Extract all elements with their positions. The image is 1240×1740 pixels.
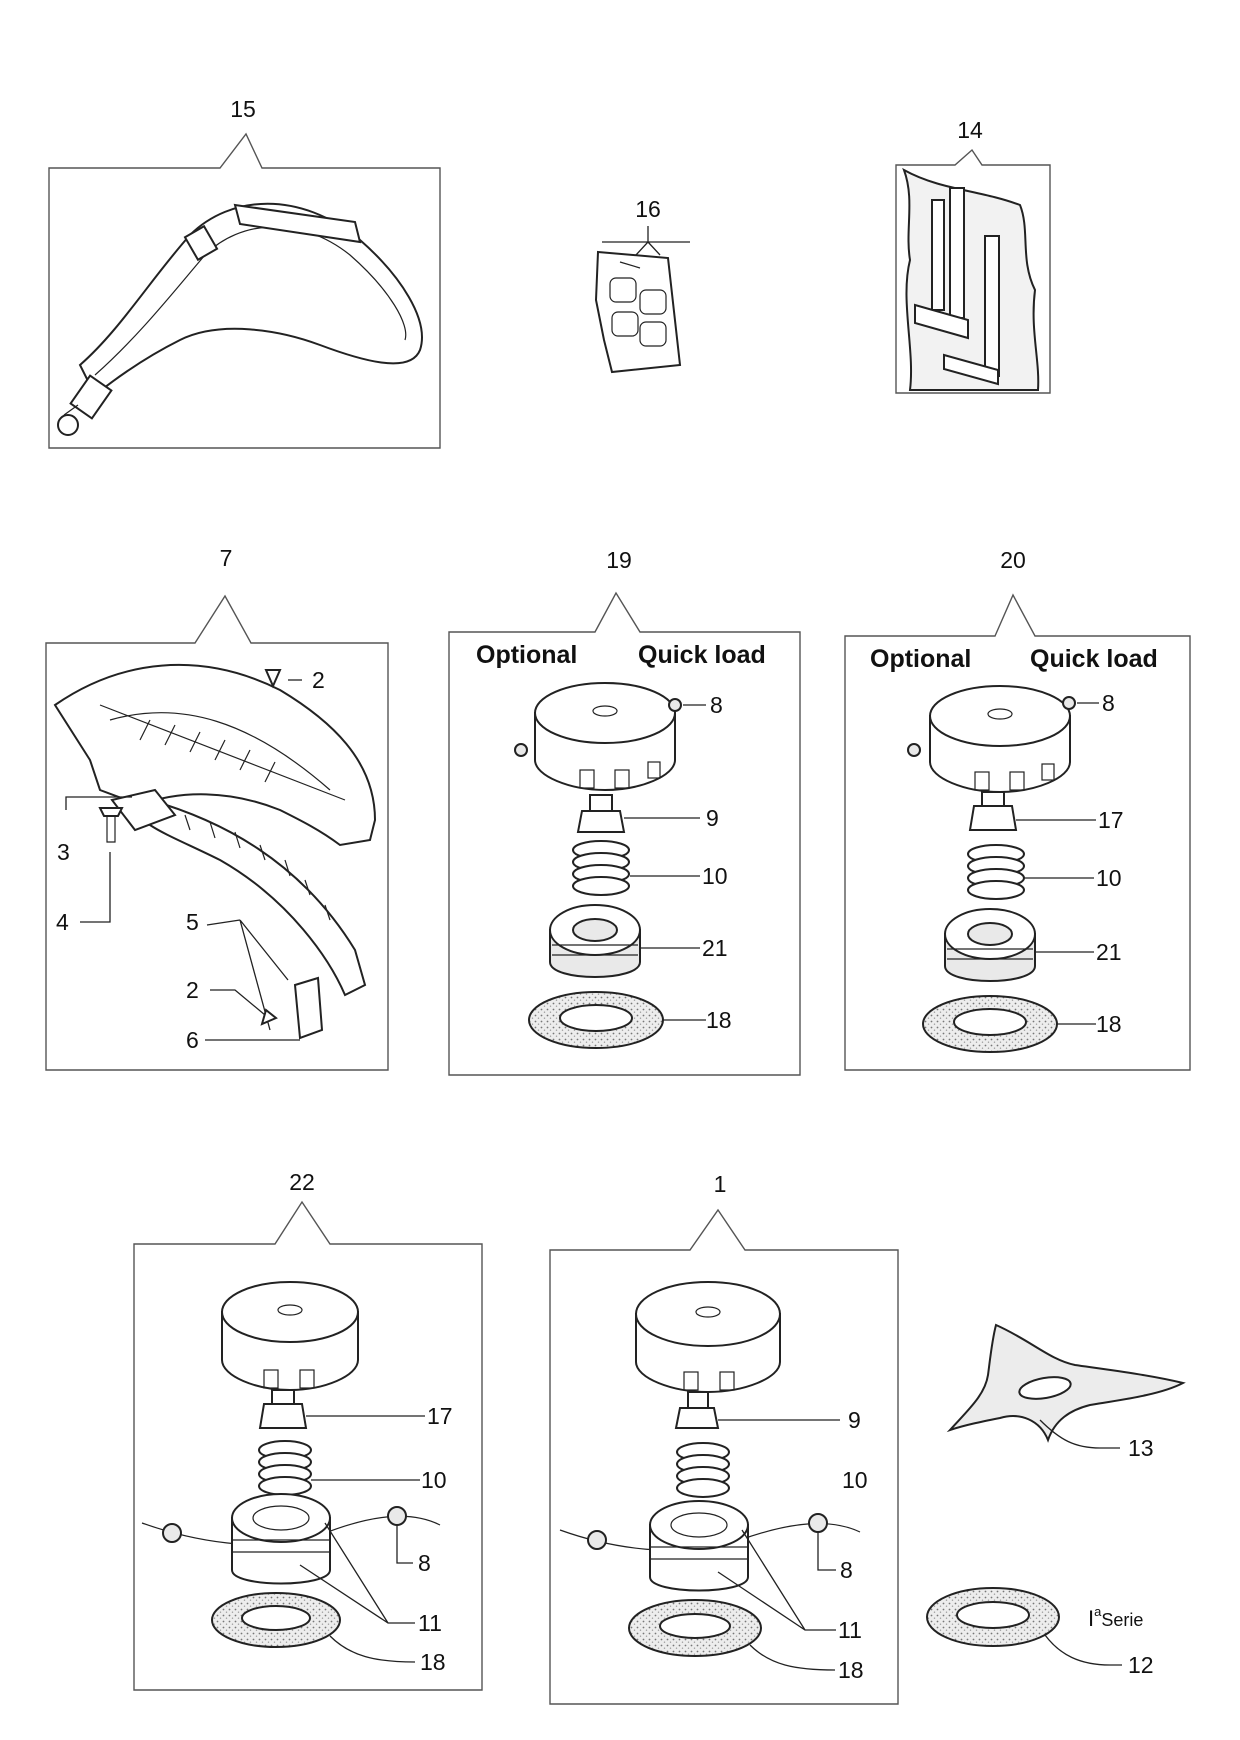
group-20-quick-load-head: 20 Optional Quick load 8 17 — [844, 547, 1191, 1071]
label-6: 6 — [186, 1027, 199, 1053]
header-optional-20: Optional — [870, 645, 971, 673]
group-7-guard: 7 2 3 4 5 2 — [45, 545, 389, 1071]
trimmer-line-icon-1 — [559, 1513, 861, 1551]
label-20-8: 8 — [1102, 690, 1115, 716]
label-22-10: 10 — [421, 1467, 447, 1493]
nut-9-icon-1 — [674, 1391, 720, 1429]
label-19-9: 9 — [706, 805, 719, 831]
header-optional-19: Optional — [476, 641, 577, 669]
label-19-18: 18 — [706, 1007, 732, 1033]
label-7: 7 — [220, 545, 233, 571]
header-quick-load-20: Quick load — [1030, 645, 1158, 673]
spool-cover-icon-22 — [221, 1281, 359, 1392]
label-5: 5 — [186, 909, 199, 935]
label-1-10: 10 — [842, 1467, 868, 1493]
bracket-6-icon — [293, 976, 324, 1040]
group-12-washer: IaSerie 12 — [926, 1587, 1154, 1678]
label-14: 14 — [957, 117, 983, 143]
group-19-quick-load-head: 19 Optional Quick load 8 9 — [448, 547, 801, 1076]
group-1-line-head: 1 9 10 — [549, 1171, 899, 1705]
label-19: 19 — [606, 547, 632, 573]
group-14-tools: 14 — [895, 117, 1051, 394]
spool-cover-icon-20 — [929, 685, 1071, 794]
group-15-harness: 15 — [48, 96, 441, 449]
nut-17-icon — [968, 791, 1018, 831]
harness-strap-icon — [57, 202, 423, 436]
hex-key-tools-icon — [902, 167, 1040, 391]
label-22-11: 11 — [418, 1610, 442, 1636]
spring-10-icon — [572, 840, 630, 896]
grass-guard-icon — [53, 663, 377, 997]
eyelet-icon-20 — [907, 696, 1076, 757]
spool-11-icon-1 — [649, 1500, 749, 1592]
label-20-18: 18 — [1096, 1011, 1122, 1037]
label-19-8: 8 — [710, 692, 723, 718]
washer-18-icon — [528, 991, 664, 1049]
group-13-blade: 13 — [946, 1323, 1186, 1461]
label-20-10: 10 — [1096, 865, 1122, 891]
label-22-8: 8 — [418, 1550, 431, 1576]
label-22-18: 18 — [420, 1649, 446, 1675]
decal-sheet-icon — [594, 250, 682, 374]
label-1-9: 9 — [848, 1407, 861, 1433]
label-20-21: 21 — [1096, 939, 1122, 965]
screw-2a-icon — [264, 669, 282, 689]
spool-21-icon-20 — [944, 908, 1036, 982]
label-20-17: 17 — [1098, 807, 1124, 833]
screw-2b-icon — [260, 1008, 278, 1026]
washer-18-icon-22 — [211, 1592, 341, 1648]
serie-prefix: I — [1088, 1606, 1094, 1631]
nut-9-icon — [576, 794, 626, 833]
label-15: 15 — [230, 96, 256, 122]
spring-10-icon-20 — [967, 844, 1025, 900]
spring-10-icon-1 — [676, 1442, 730, 1498]
eyelet-icon — [514, 698, 682, 757]
label-19-10: 10 — [702, 863, 728, 889]
label-22-17: 17 — [427, 1403, 453, 1429]
label-12: 12 — [1128, 1652, 1154, 1678]
spool-21-icon — [549, 904, 641, 978]
spring-10-icon-22 — [258, 1440, 312, 1496]
header-quick-load-19: Quick load — [638, 641, 766, 669]
washer-18-icon-1 — [628, 1599, 762, 1657]
label-1-11: 11 — [838, 1617, 862, 1643]
brush-blade-icon — [946, 1323, 1186, 1443]
label-2b: 2 — [186, 977, 199, 1003]
bolt-4-icon — [98, 807, 124, 843]
washer-12-icon — [926, 1587, 1060, 1647]
serie-superscript: a — [1094, 1604, 1102, 1619]
label-3: 3 — [57, 839, 70, 865]
spool-cover-icon-1 — [635, 1281, 781, 1394]
label-4: 4 — [56, 909, 69, 935]
label-1-8: 8 — [840, 1557, 853, 1583]
label-20: 20 — [1000, 547, 1026, 573]
spool-11-icon — [231, 1493, 331, 1585]
label-19-21: 21 — [702, 935, 728, 961]
washer-18-icon-20 — [922, 995, 1058, 1053]
serie-text: Serie — [1101, 1610, 1143, 1630]
group-16-decal: 16 — [594, 196, 690, 374]
label-22: 22 — [289, 1169, 315, 1195]
label-1-18: 18 — [838, 1657, 864, 1683]
label-16: 16 — [635, 196, 661, 222]
label-1: 1 — [714, 1171, 727, 1197]
serie-note: IaSerie — [1088, 1604, 1143, 1631]
label-13: 13 — [1128, 1435, 1154, 1461]
label-2a: 2 — [312, 667, 325, 693]
spool-cover-icon — [534, 682, 676, 792]
nut-17-icon-22 — [258, 1389, 308, 1429]
group-22-line-head: 22 17 10 — [133, 1169, 483, 1691]
